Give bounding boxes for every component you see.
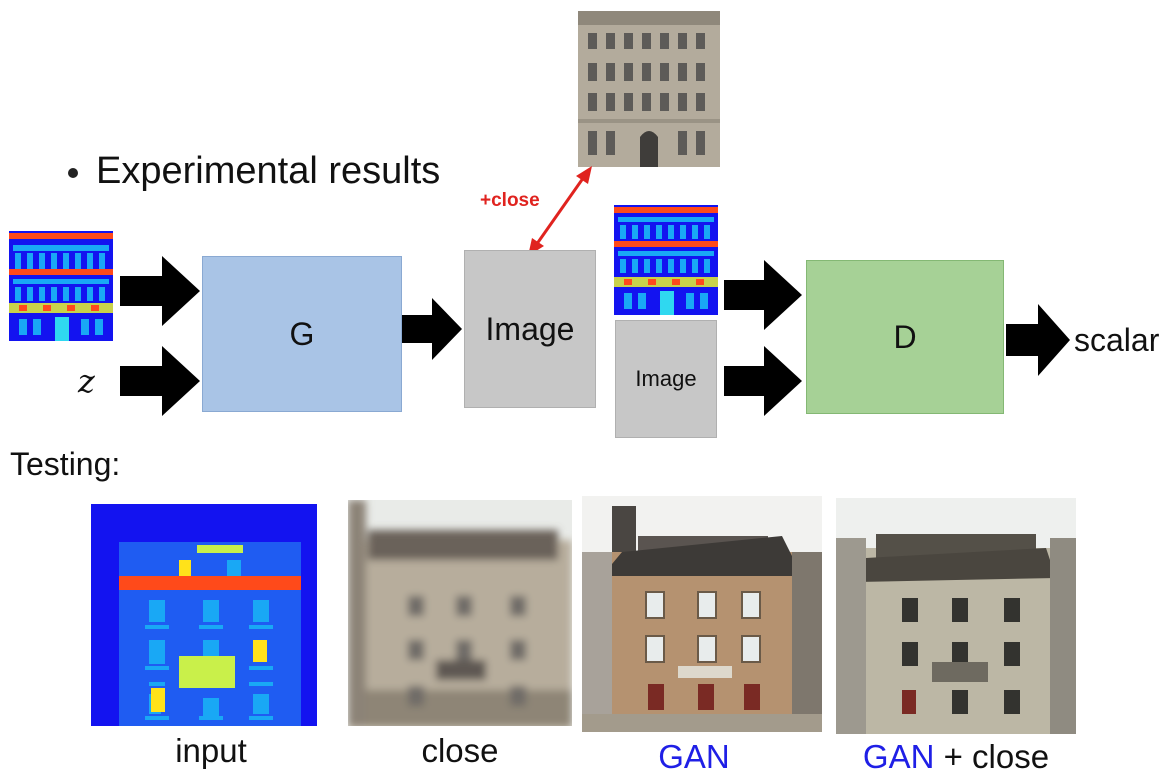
- caption-gan-close-gan: GAN: [862, 738, 935, 775]
- noise-z-label: z: [78, 362, 95, 400]
- generator-label: G: [289, 315, 315, 352]
- testing-input-label-map: [91, 504, 317, 726]
- testing-close-result: [348, 500, 572, 726]
- caption-gan-close-plus: + close: [934, 738, 1050, 775]
- arrow-map-to-d: [724, 260, 802, 330]
- discriminator-label: D: [893, 318, 917, 355]
- testing-gan-close-result: [836, 498, 1076, 734]
- generator-box: G: [202, 256, 402, 412]
- caption-close: close: [421, 732, 499, 769]
- arrow-d-to-scalar: [1006, 304, 1070, 376]
- arrow-map-to-g: [120, 256, 200, 326]
- arrow-image-to-d: [724, 346, 802, 416]
- close-double-arrow: [528, 166, 592, 256]
- bullet-dot: [68, 167, 78, 178]
- arrow-z-to-g: [120, 346, 200, 416]
- arrow-g-to-image: [402, 298, 462, 360]
- label-map-left: [9, 231, 113, 341]
- label-map-right: [614, 205, 718, 315]
- generated-image-label: Image: [485, 310, 575, 347]
- caption-gan-close: GAN + close: [836, 738, 1076, 776]
- testing-gan-result: [582, 496, 822, 732]
- real-facade-photo: [578, 11, 720, 167]
- generated-image-box: Image: [464, 250, 596, 408]
- scalar-label: scalar: [1074, 322, 1160, 358]
- discriminator-box: D: [806, 260, 1004, 414]
- small-image-box: Image: [615, 320, 717, 438]
- small-image-label: Image: [635, 366, 697, 391]
- testing-heading: Testing:: [10, 446, 121, 482]
- caption-input: input: [175, 732, 247, 769]
- bullet-title: Experimental results: [68, 150, 440, 193]
- close-label: +close: [480, 190, 540, 211]
- bullet-text: Experimental results: [96, 150, 441, 192]
- caption-gan: GAN: [658, 738, 730, 775]
